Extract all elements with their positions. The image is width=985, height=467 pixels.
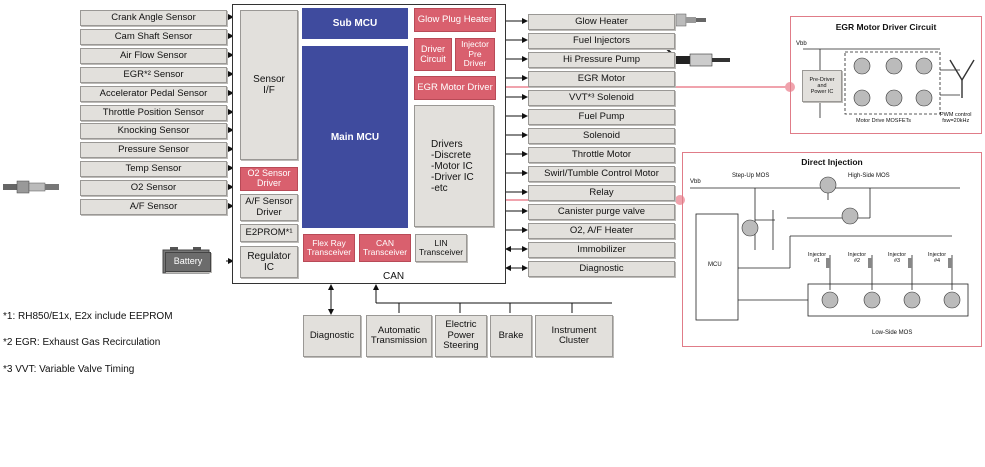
- sensor-crank-angle: Crank Angle Sensor: [80, 10, 227, 26]
- egr-vbb-label: Vbb: [796, 41, 807, 47]
- footnote-3: *3 VVT: Variable Valve Timing: [3, 364, 135, 375]
- footnote-1: *1: RH850/E1x, E2x include EEPROM: [3, 311, 173, 322]
- o2-sensor-icon: [3, 180, 59, 194]
- actuator-glow-heater: Glow Heater: [528, 14, 675, 30]
- di-injector-2: Injector #2: [848, 252, 867, 264]
- egr-driver-panel: [790, 16, 982, 134]
- actuator-hi-pressure-pump: Hi Pressure Pump: [528, 52, 675, 68]
- di-injector-coils: [826, 258, 952, 268]
- sensor-cam-shaft: Cam Shaft Sensor: [80, 29, 227, 45]
- bus-node-diagnostic: Diagnostic: [303, 315, 361, 357]
- actuator-throttle-motor: Throttle Motor: [528, 147, 675, 163]
- actuator-immobilizer: Immobilizer: [528, 242, 675, 258]
- actuator-swirl-tumble: Swirl/Tumble Control Motor: [528, 166, 675, 182]
- di-step-up-label: Step-Up MOS: [732, 173, 770, 179]
- sub-mcu: Sub MCU: [302, 8, 408, 39]
- actuator-relay: Relay: [528, 185, 675, 201]
- sensor-o2: O2 Sensor: [80, 180, 227, 196]
- egr-mosfets-label: Motor Drive MOSFETs: [856, 118, 912, 124]
- sensor-air-flow: Air Flow Sensor: [80, 48, 227, 64]
- di-panel-title: Direct Injection: [801, 157, 863, 167]
- driver-circuit: Driver Circuit: [414, 38, 452, 71]
- egr-pre-driver: Pre-Driver and Power IC: [802, 70, 842, 102]
- actuator-canister-purge: Canister purge valve: [528, 204, 675, 220]
- direct-injection-panel: [682, 152, 982, 347]
- actuator-diagnostic: Diagnostic: [528, 261, 675, 277]
- drivers-block: Drivers -Discrete -Motor IC -Driver IC -…: [414, 105, 494, 227]
- bus-node-brake: Brake: [490, 315, 532, 357]
- di-injector-1: Injector #1: [808, 252, 827, 264]
- sensor-egr: EGR*² Sensor: [80, 67, 227, 83]
- egr-mosfets: [853, 57, 933, 107]
- motor-coil-icon: [949, 59, 975, 98]
- injector-pre-driver: Injector Pre Driver: [455, 38, 495, 71]
- egr-motor-driver: EGR Motor Driver: [414, 76, 496, 100]
- sensor-knocking: Knocking Sensor: [80, 123, 227, 139]
- actuator-o2-af-heater: O2, A/F Heater: [528, 223, 675, 239]
- di-injector-3: Injector #3: [888, 252, 907, 264]
- sensor-if: Sensor I/F: [240, 10, 298, 160]
- actuator-fuel-injectors: Fuel Injectors: [528, 33, 675, 49]
- di-mcu-label: MCU: [708, 262, 722, 268]
- e2prom: E2PROM*¹: [240, 224, 298, 242]
- di-high-side-label: High-Side MOS: [848, 173, 890, 179]
- af-sensor-driver: A/F Sensor Driver: [240, 194, 298, 221]
- di-injector-4: Injector #4: [928, 252, 947, 264]
- main-mcu: Main MCU: [302, 46, 408, 228]
- actuator-vvt-solenoid: VVT*³ Solenoid: [528, 90, 675, 106]
- flexray-transceiver: Flex Ray Transceiver: [303, 234, 355, 262]
- di-low-side-label: Low-Side MOS: [872, 330, 913, 336]
- can-transceiver: CAN Transceiver: [359, 234, 411, 262]
- sensor-pressure: Pressure Sensor: [80, 142, 227, 158]
- actuator-egr-motor: EGR Motor: [528, 71, 675, 87]
- actuator-fuel-pump: Fuel Pump: [528, 109, 675, 125]
- o2-sensor-driver: O2 Sensor Driver: [240, 167, 298, 191]
- bus-node-electric-power-steering: Electric Power Steering: [435, 315, 487, 357]
- actuator-solenoid: Solenoid: [528, 128, 675, 144]
- sensor-temp: Temp Sensor: [80, 161, 227, 177]
- glow-plug-heater: Glow Plug Heater: [414, 8, 496, 32]
- egr-panel-title: EGR Motor Driver Circuit: [835, 22, 937, 32]
- di-mosfets: [741, 176, 961, 309]
- sensor-af: A/F Sensor: [80, 199, 227, 215]
- injector-icon: [665, 47, 730, 67]
- lin-transceiver: LIN Transceiver: [415, 234, 467, 262]
- battery-label: Battery: [165, 252, 211, 272]
- egr-pwm-label: PWM control fsw=20kHz: [940, 112, 972, 124]
- sensor-throttle-position: Throttle Position Sensor: [80, 105, 227, 121]
- sensor-arrows: [210, 14, 612, 315]
- can-bus-label: CAN: [383, 271, 405, 282]
- bus-node-automatic-transmission: Automatic Transmission: [366, 315, 432, 357]
- regulator-ic: Regulator IC: [240, 246, 298, 278]
- sensor-accelerator-pedal: Accelerator Pedal Sensor: [80, 86, 227, 102]
- bus-node-instrument-cluster: Instrument Cluster: [535, 315, 613, 357]
- footnote-2: *2 EGR: Exhaust Gas Recirculation: [3, 337, 161, 348]
- di-vbb-label: Vbb: [690, 179, 701, 185]
